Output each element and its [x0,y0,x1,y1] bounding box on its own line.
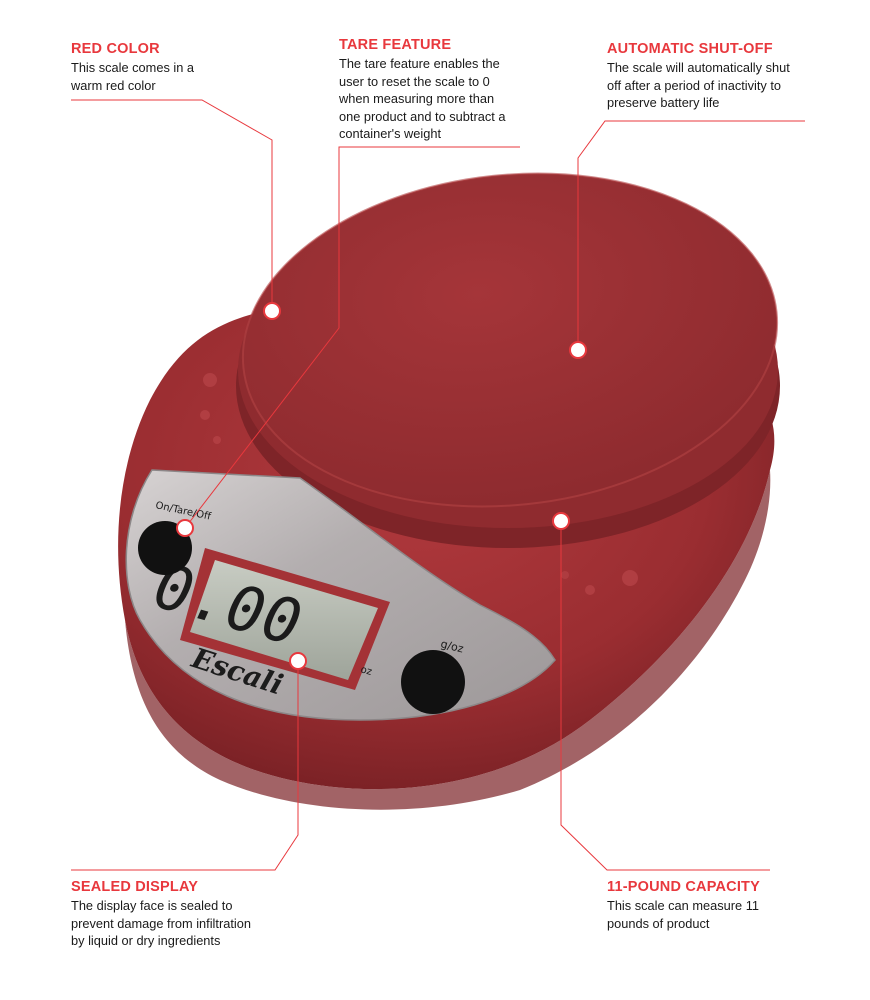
callout-title: TARE FEATURE [339,37,452,53]
callout-markers [176,302,587,670]
callout-description: The tare feature enables the user to res… [339,56,506,141]
callout-description: This scale comes in a warm red color [71,60,195,93]
marker-tare [176,519,194,537]
callout-red-color: RED COLOR This scale comes in a warm red… [71,41,261,94]
unit-toggle-button[interactable]: g/oz [401,637,465,714]
callout-description: The display face is sealed to prevent da… [71,898,251,948]
marker-auto-shutoff [569,341,587,359]
callout-capacity: 11-POUND CAPACITY This scale can measure… [607,879,797,932]
callout-title: AUTOMATIC SHUT-OFF [607,41,773,57]
marker-red-color [263,302,281,320]
callout-description: This scale can measure 11 pounds of prod… [607,898,759,931]
marker-sealed-display [289,652,307,670]
callout-sealed-display: SEALED DISPLAY The display face is seale… [71,879,286,950]
callout-title: RED COLOR [71,41,160,57]
leader-lines [71,99,805,871]
callout-automatic-shutoff: AUTOMATIC SHUT-OFF The scale will automa… [607,41,822,112]
unit-toggle-label: g/oz [439,637,465,655]
display-unit: oz [359,664,373,678]
callout-description: The scale will automatically shut off af… [607,60,790,110]
callout-title: SEALED DISPLAY [71,879,199,895]
marker-capacity [552,512,570,530]
callout-title: 11-POUND CAPACITY [607,879,760,895]
weighing-platform [236,172,780,548]
callout-tare-feature: TARE FEATURE The tare feature enables th… [339,37,539,143]
